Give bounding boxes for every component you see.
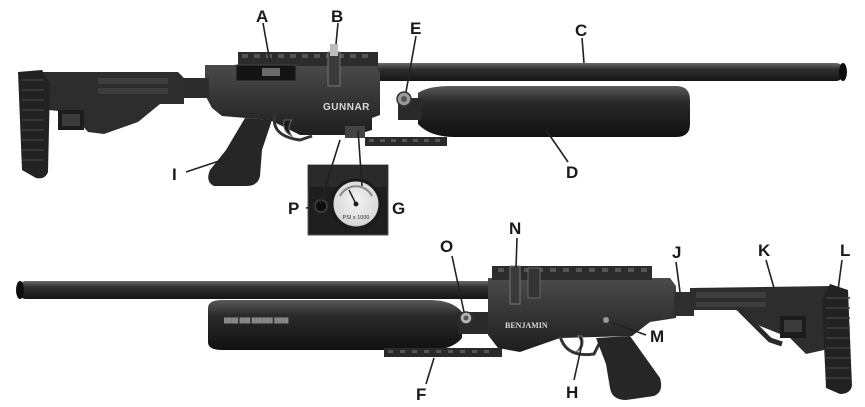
callout-i: I: [172, 165, 177, 184]
upper-top-rail: [238, 52, 378, 66]
gauge-scale-text: PSI x 1000: [343, 215, 370, 221]
upper-bottom-rail: [365, 137, 447, 146]
upper-bolt-handle: [327, 51, 341, 87]
leader-l: [837, 259, 843, 291]
upper-barrel: [370, 63, 844, 81]
leader-g: [357, 129, 363, 187]
leader-n: [515, 237, 518, 269]
leader-lines: [185, 22, 843, 385]
leader-f: [425, 357, 435, 385]
callout-p: P: [288, 199, 299, 218]
leader-b: [335, 22, 339, 45]
upper-pistol-grip: [208, 118, 272, 186]
upper-muzzle: [839, 63, 847, 81]
upper-butt-pad: [18, 70, 50, 179]
lower-pistol-grip: [596, 336, 662, 400]
leader-h: [573, 343, 583, 381]
callout-g: G: [392, 199, 405, 218]
leader-c: [581, 37, 585, 64]
leader-a: [262, 22, 271, 63]
callout-a: A: [256, 7, 268, 26]
leader-i: [185, 159, 223, 173]
svg-text:████ ███ ██████ ████: ████ ███ ██████ ████: [224, 317, 289, 324]
leader-p2: [319, 139, 341, 205]
upper-air-tank: [418, 86, 690, 137]
lower-muzzle: [16, 281, 24, 299]
callout-b: B: [331, 7, 343, 26]
callout-e: E: [410, 19, 421, 38]
leader-j: [675, 261, 681, 293]
leader-k: [765, 259, 775, 289]
lower-trigger: [575, 335, 584, 353]
callout-j: J: [672, 243, 681, 262]
lower-brand-text: BENJAMIN: [505, 321, 548, 330]
lower-safety: [603, 317, 609, 323]
lower-barrel: [18, 281, 513, 299]
upper-trigger: [283, 119, 294, 138]
leader-o: [451, 255, 465, 313]
leader-d: [545, 129, 569, 163]
leader-e: [405, 35, 417, 93]
callout-h: H: [566, 383, 578, 402]
upper-brand-text: GUNNAR: [323, 102, 370, 113]
lower-bottom-rail: [384, 348, 502, 357]
callout-o: O: [440, 237, 453, 256]
callout-labels: A B C D E F G H I J K L M N O P: [172, 7, 850, 404]
callout-k: K: [758, 241, 771, 260]
lower-bolt-handle: [509, 265, 521, 305]
callout-f: F: [416, 385, 426, 404]
lower-buffer-tube: [674, 292, 694, 316]
callout-d: D: [566, 163, 578, 182]
leader-p: [305, 205, 319, 209]
callout-n: N: [509, 219, 521, 238]
callout-l: L: [840, 241, 850, 260]
lower-butt-pad: [822, 284, 852, 394]
lower-rifle: ████ ███ ██████ ████ BENJAMIN: [16, 265, 852, 400]
lower-air-tank: [208, 300, 462, 350]
upper-rifle: GUNNAR: [18, 44, 847, 186]
callout-c: C: [575, 21, 587, 40]
gauge-inset: PSI x 1000: [307, 164, 389, 236]
callout-m: M: [650, 327, 664, 346]
leader-m: [609, 321, 647, 336]
